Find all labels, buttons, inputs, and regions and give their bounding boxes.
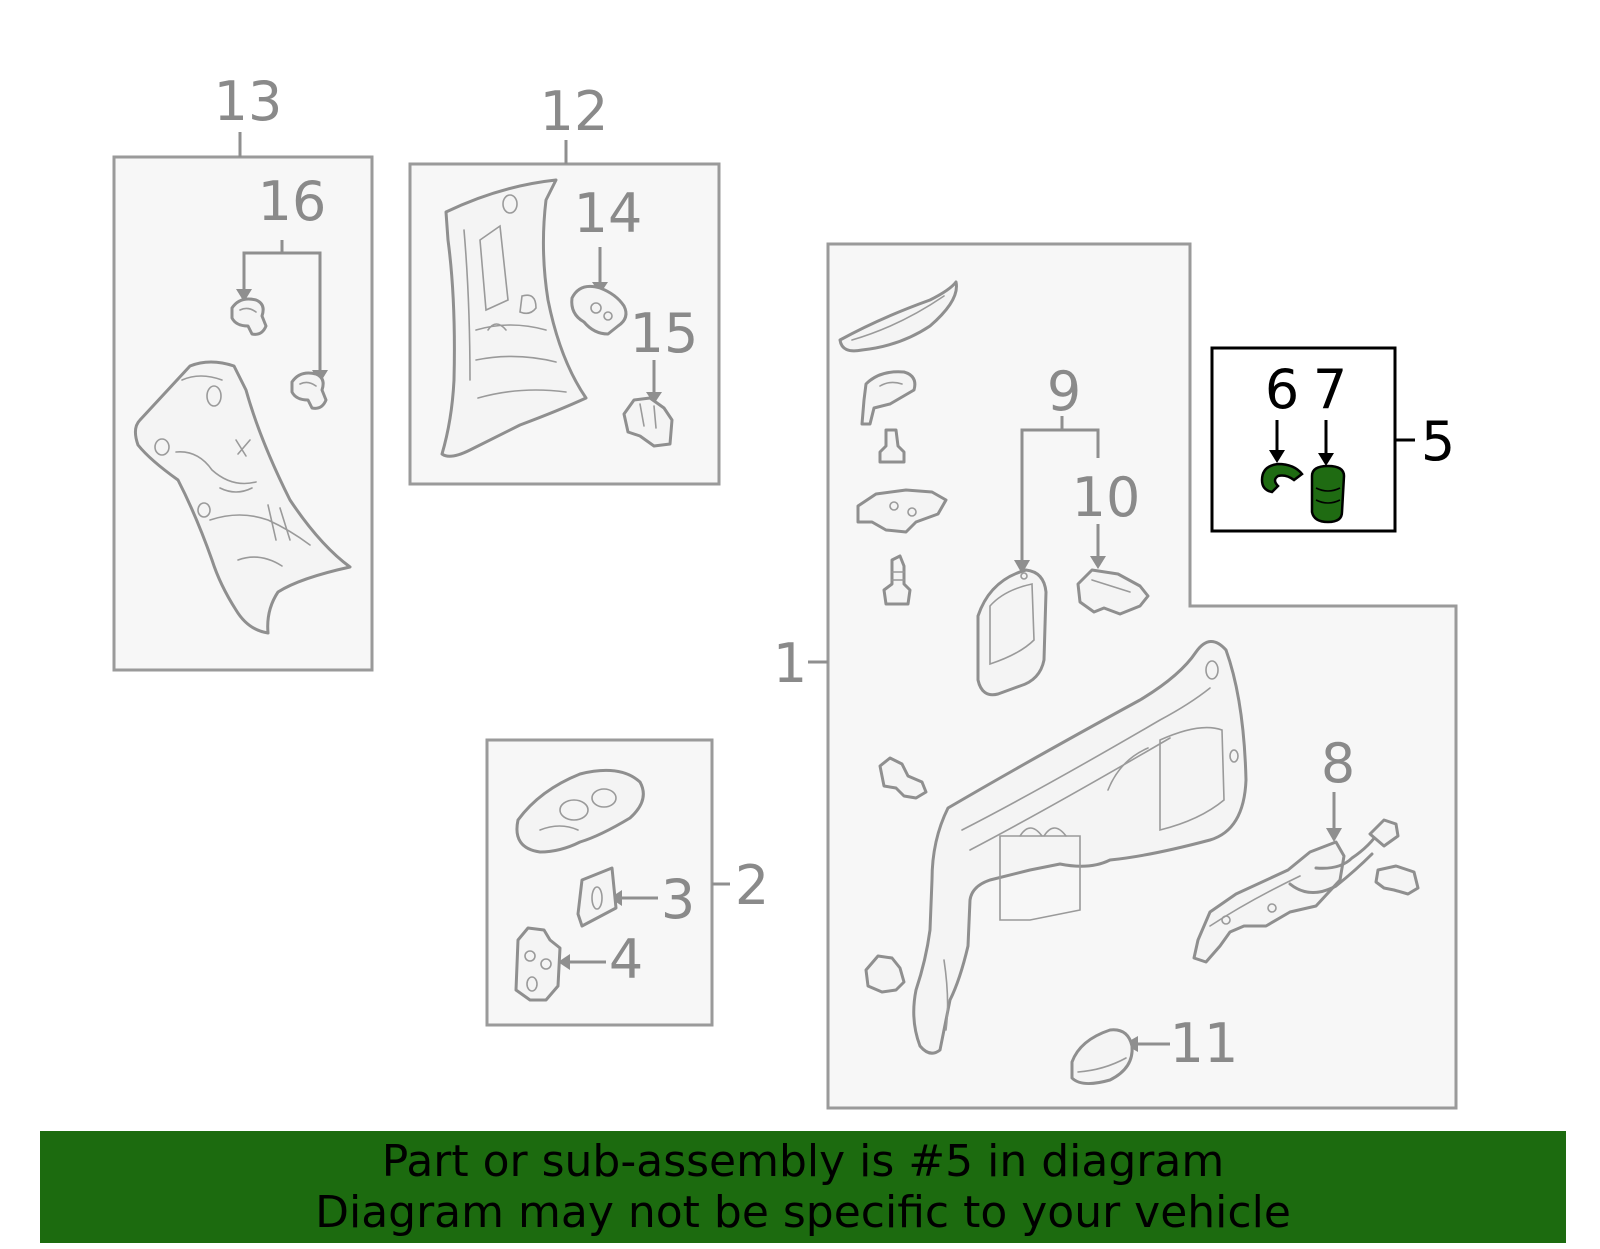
banner-line-2: Diagram may not be specific to your vehi…	[315, 1187, 1291, 1238]
callout-15: 15	[630, 302, 699, 365]
part-15-clip	[622, 396, 674, 448]
callout-10: 10	[1072, 466, 1141, 529]
part-7-highlighted	[1310, 464, 1346, 524]
part-13-panel	[133, 360, 352, 635]
part-9-pocket	[976, 568, 1048, 697]
part-grommet	[878, 756, 928, 800]
part-bolt	[882, 554, 912, 606]
group-1: 1 9 10 8 11	[773, 242, 1458, 1110]
clip-16-a	[230, 297, 268, 336]
group-12: 12 14 15	[408, 80, 721, 486]
callout-12: 12	[540, 80, 609, 143]
group-5: 5 6 7	[1210, 346, 1455, 533]
banner-line-1: Part or sub-assembly is #5 in diagram	[381, 1136, 1225, 1187]
part-8-bracket	[1192, 818, 1420, 964]
callout-14: 14	[574, 182, 643, 245]
part-upper-garnish	[838, 280, 958, 353]
part-10-clip	[1076, 568, 1150, 616]
callout-7: 7	[1313, 358, 1347, 421]
part-mounting-plate	[856, 488, 948, 534]
part-11-plug	[1070, 1028, 1134, 1085]
part-3	[576, 866, 618, 928]
notice-banner: Part or sub-assembly is #5 in diagram Di…	[40, 1131, 1566, 1243]
part-4	[514, 926, 562, 1002]
part-12-pillar-trim	[440, 178, 588, 458]
part-quarter-trim-panel	[912, 640, 1248, 1055]
part-small-bracket	[860, 370, 917, 426]
part-door-handle-bezel	[515, 768, 645, 854]
callout-8: 8	[1321, 732, 1355, 795]
callout-16: 16	[258, 170, 327, 233]
part-14-clip	[570, 284, 628, 336]
callout-3: 3	[661, 868, 695, 931]
callout-2: 2	[735, 854, 769, 917]
part-6-highlighted	[1260, 462, 1304, 494]
group-13: 13 16	[112, 70, 374, 672]
callout-9: 9	[1047, 360, 1081, 423]
callout-11: 11	[1170, 1012, 1239, 1075]
callout-13: 13	[214, 70, 283, 133]
part-small-pin	[878, 428, 906, 464]
callout-5: 5	[1421, 410, 1455, 473]
callout-6: 6	[1265, 358, 1299, 421]
clip-16-b	[290, 371, 328, 410]
callout-4: 4	[609, 928, 643, 991]
callout-1: 1	[773, 632, 807, 695]
group-2: 2 3 4	[485, 738, 769, 1027]
part-lower-clip	[864, 954, 906, 994]
